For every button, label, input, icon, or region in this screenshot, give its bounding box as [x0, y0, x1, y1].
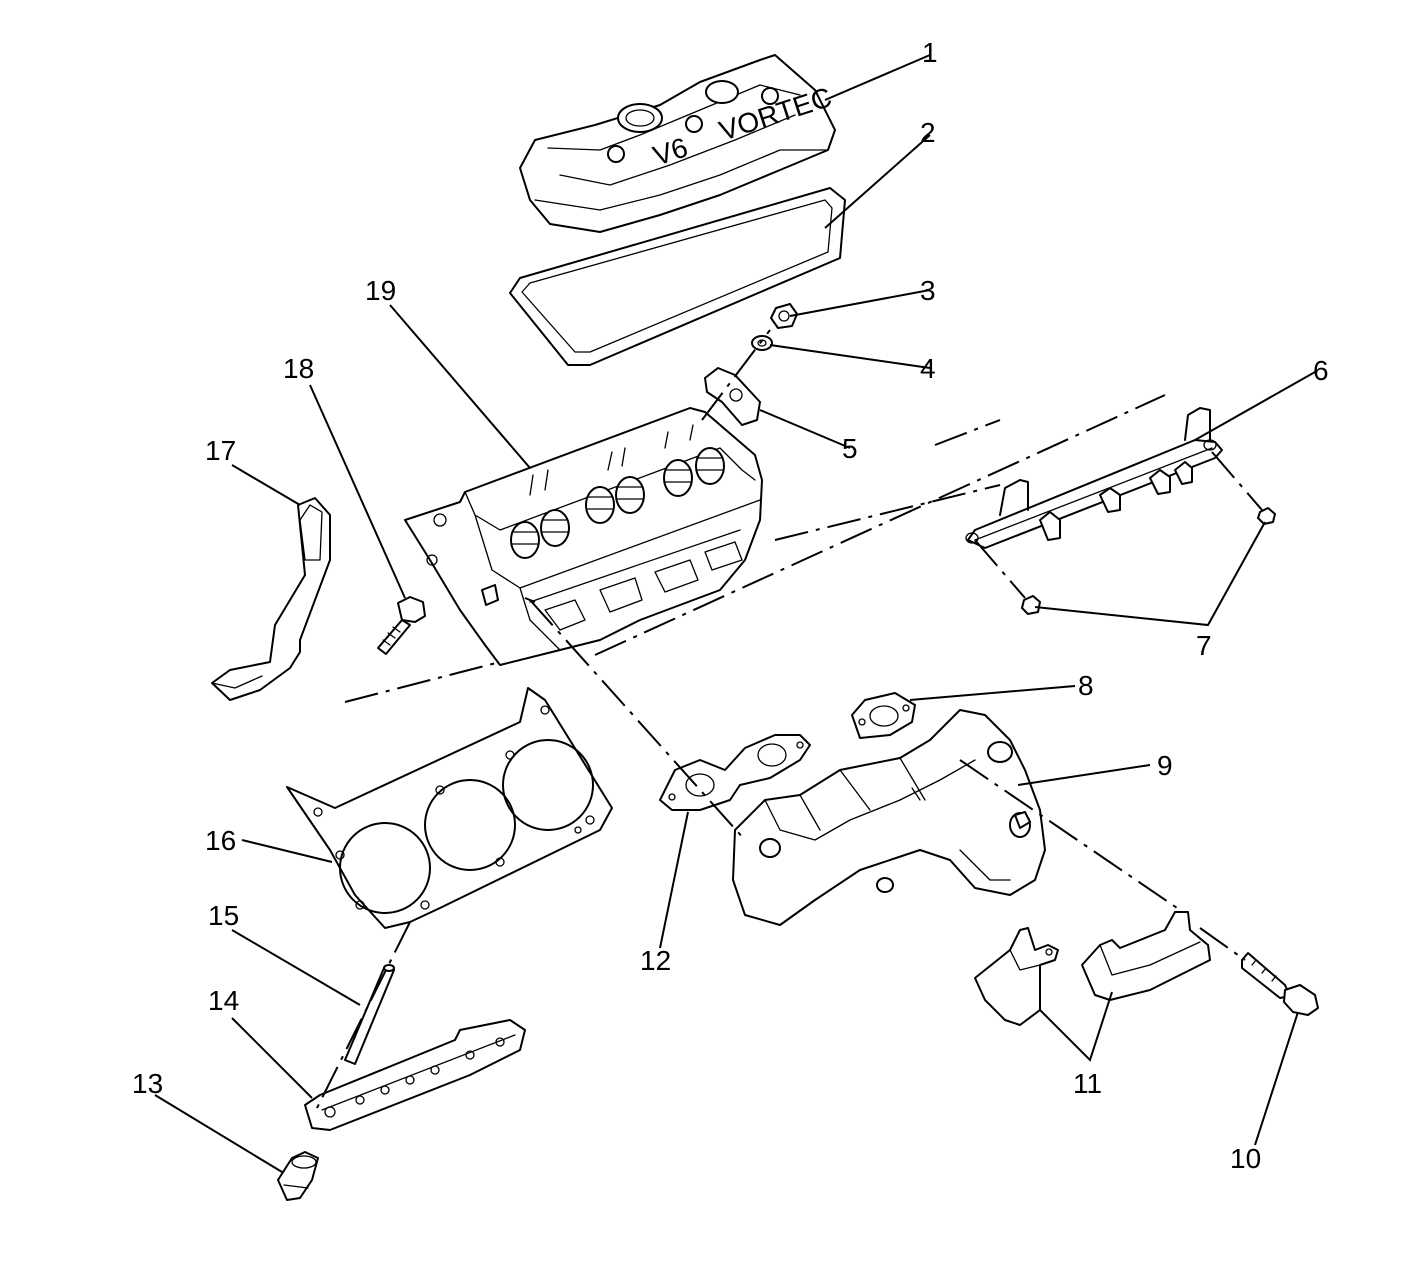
cylinder-head-gasket	[286, 687, 613, 929]
callout-7: 7	[1196, 630, 1212, 661]
lifter-guide-retainer	[304, 1019, 526, 1131]
cylinder-head-bolt	[377, 596, 426, 655]
callout-14: 14	[208, 985, 239, 1016]
engine-lift-bracket	[211, 497, 331, 701]
egr-gasket	[851, 692, 916, 739]
callout-6: 6	[1313, 355, 1329, 386]
callout-11: 11	[1073, 1068, 1102, 1099]
callout-3: 3	[920, 275, 936, 306]
exhaust-manifold-gasket	[659, 734, 811, 811]
callout-5: 5	[842, 433, 858, 464]
leader-lines	[154, 54, 1316, 1173]
cylinder-head	[404, 407, 763, 666]
exhaust-manifold	[732, 709, 1046, 926]
callout-2: 2	[920, 117, 936, 148]
callout-8: 8	[1078, 670, 1094, 701]
assembly-lines	[314, 329, 1263, 1113]
bracket-fastener-lower	[1021, 595, 1041, 615]
callout-16: 16	[205, 825, 236, 856]
pushrod	[344, 964, 395, 1065]
bracket-fastener-upper	[1257, 507, 1276, 525]
valve-rocker-arm	[704, 367, 761, 426]
callout-19: 19	[365, 275, 396, 306]
callout-9: 9	[1157, 750, 1173, 781]
callout-15: 15	[208, 900, 239, 931]
callout-4: 4	[920, 353, 936, 384]
valve-lifter	[277, 1151, 319, 1201]
callout-17: 17	[205, 435, 236, 466]
heat-shield-rear	[1081, 911, 1211, 1001]
valve-cover-gasket	[509, 187, 846, 366]
callout-12: 12	[640, 945, 671, 976]
manifold-bolt	[1241, 952, 1319, 1016]
fuel-injection-bracket	[965, 407, 1223, 549]
rocker-arm-nut	[770, 303, 798, 329]
callout-13: 13	[132, 1068, 163, 1099]
rocker-arm-washer	[751, 335, 773, 351]
callout-1: 1	[922, 37, 938, 68]
callout-10: 10	[1230, 1143, 1261, 1174]
heat-shield-front	[974, 927, 1059, 1026]
callout-labels: 1 2 3 4 5 6 7 8 9 10 11 12 13 14 15 16 1…	[132, 37, 1329, 1174]
valve-springs	[510, 447, 725, 559]
valve-cover: V6 VORTEC	[519, 54, 836, 233]
callout-18: 18	[283, 353, 314, 384]
